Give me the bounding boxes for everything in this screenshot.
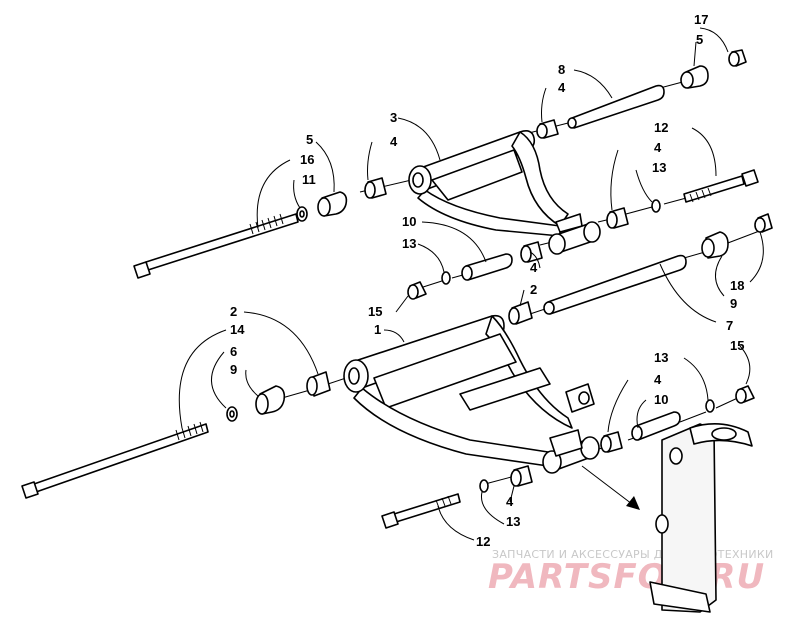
callout-13-upper: 13 [652,160,666,175]
callout-13-middle: 13 [402,236,416,251]
callout-5-upper-front: 5 [306,132,313,147]
callout-4-middle: 4 [530,260,538,275]
callout-4-lower-bolt: 4 [506,494,514,509]
bolt-14 [21,421,209,499]
callout-4-lower-right: 4 [654,372,662,387]
callout-2-lower-front: 2 [230,304,237,319]
callout-1: 1 [374,322,381,337]
watermark-brand: PARTSFOR.RU [488,557,765,597]
small-parts [226,49,773,493]
lower-a-arm [343,314,600,474]
sleeve-10-upper [461,253,513,281]
callout-17: 17 [694,12,708,27]
watermark: ЗАПЧАСТИ И АКСЕССУАРЫ ДЛЯ МОТОТЕХНИКИ PA… [488,548,773,597]
callout-18: 18 [730,278,744,293]
bolt-12-lower [381,493,461,529]
callout-14: 14 [230,322,245,337]
callout-4-upper-rear: 4 [654,140,662,155]
leader-lines [178,27,764,541]
callout-5-top: 5 [696,32,703,47]
callout-13-lower-right: 13 [654,350,668,365]
callout-9-lower: 9 [230,362,237,377]
callout-3: 3 [390,110,397,125]
callout-4-upper-front: 4 [390,134,398,149]
callouts: 17 5 8 4 3 4 5 16 11 12 4 13 10 13 4 18 … [230,12,744,549]
bolt-16 [133,213,299,279]
upper-a-arm [408,130,601,255]
callout-16: 16 [300,152,314,167]
steering-knuckle [649,423,753,613]
callout-12-upper: 12 [654,120,668,135]
callout-13-lower-bolt: 13 [506,514,520,529]
assembly-arrow [581,465,640,510]
callout-6: 6 [230,344,237,359]
callout-10-upper: 10 [402,214,416,229]
callout-7: 7 [726,318,733,333]
callout-2-middle: 2 [530,282,537,297]
bolt-12-upper [683,169,759,203]
callout-11: 11 [302,172,316,187]
shaft-8 [567,84,665,129]
callout-10-lower: 10 [654,392,668,407]
callout-9-right: 9 [730,296,737,311]
callout-8: 8 [558,62,565,77]
callout-15-lower: 15 [730,338,744,353]
callout-15-middle: 15 [368,304,382,319]
sleeve-10-lower [631,411,681,441]
callout-4-top: 4 [558,80,566,95]
callout-12-lower: 12 [476,534,490,549]
shaft-7 [543,254,687,315]
